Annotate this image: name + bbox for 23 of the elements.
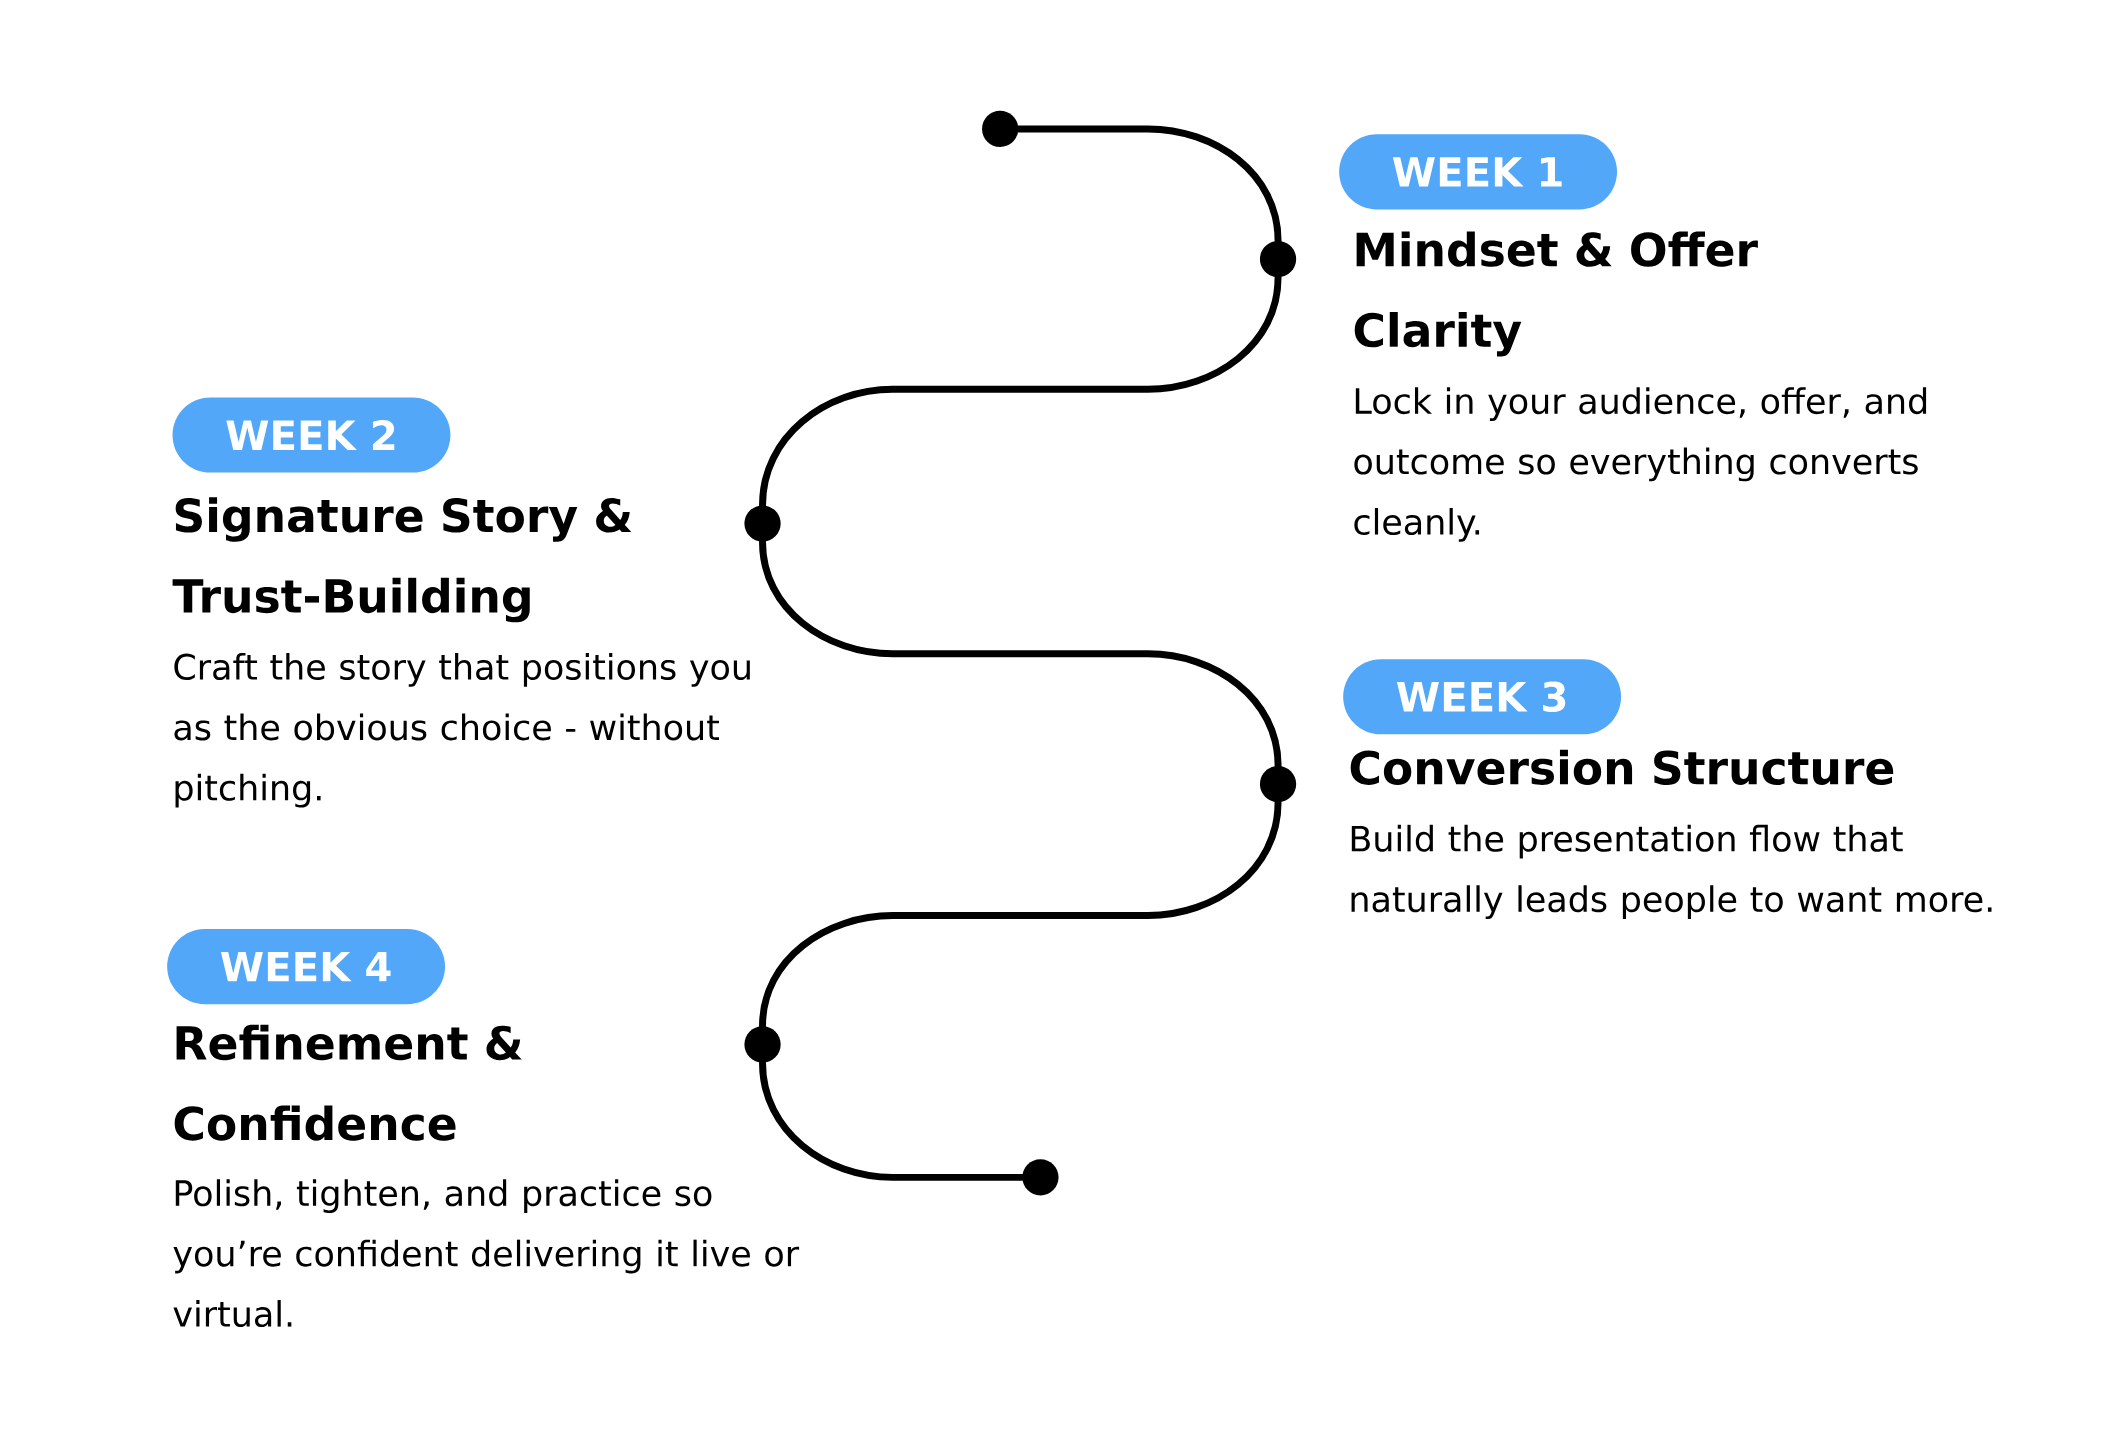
week-badge: WEEK 3: [1343, 658, 1622, 735]
timeline-dot: [982, 110, 1019, 147]
step-description: Lock in your audience, offer, and outcome so everything converts cleanly.: [1354, 386, 1927, 542]
timeline-path: [759, 798, 1282, 1030]
week-badge: WEEK 4: [167, 928, 446, 1004]
timeline-dot: [744, 505, 781, 542]
step-heading: Mindset & Offer Clarity: [1354, 231, 1758, 357]
step-heading: Signature Story & Trust-Building: [172, 497, 632, 623]
timeline-path: [759, 274, 1282, 509]
timeline-dot: [1259, 765, 1297, 802]
step-description: Build the presentation flow that naturally leads people to want more.: [1351, 824, 1992, 919]
step-heading: Refinement & Confidence: [174, 1024, 522, 1141]
timeline-path: [759, 1059, 1026, 1181]
step-description: Craft the story that positions you as the obvious choice - without pitching.: [174, 652, 750, 808]
timeline-path: [1015, 125, 1282, 244]
step-description: Polish, tighten, and practice so you’re confident delivering it live or virtual.: [173, 1179, 800, 1327]
step-heading: Conversion Structure: [1350, 749, 1894, 785]
timeline-dot: [1259, 240, 1297, 277]
timeline-dot: [1022, 1159, 1059, 1196]
timeline-dot: [744, 1026, 781, 1063]
week-badge: WEEK 1: [1339, 134, 1618, 210]
timeline-path: [759, 538, 1282, 769]
week-badge: WEEK 2: [172, 397, 451, 473]
